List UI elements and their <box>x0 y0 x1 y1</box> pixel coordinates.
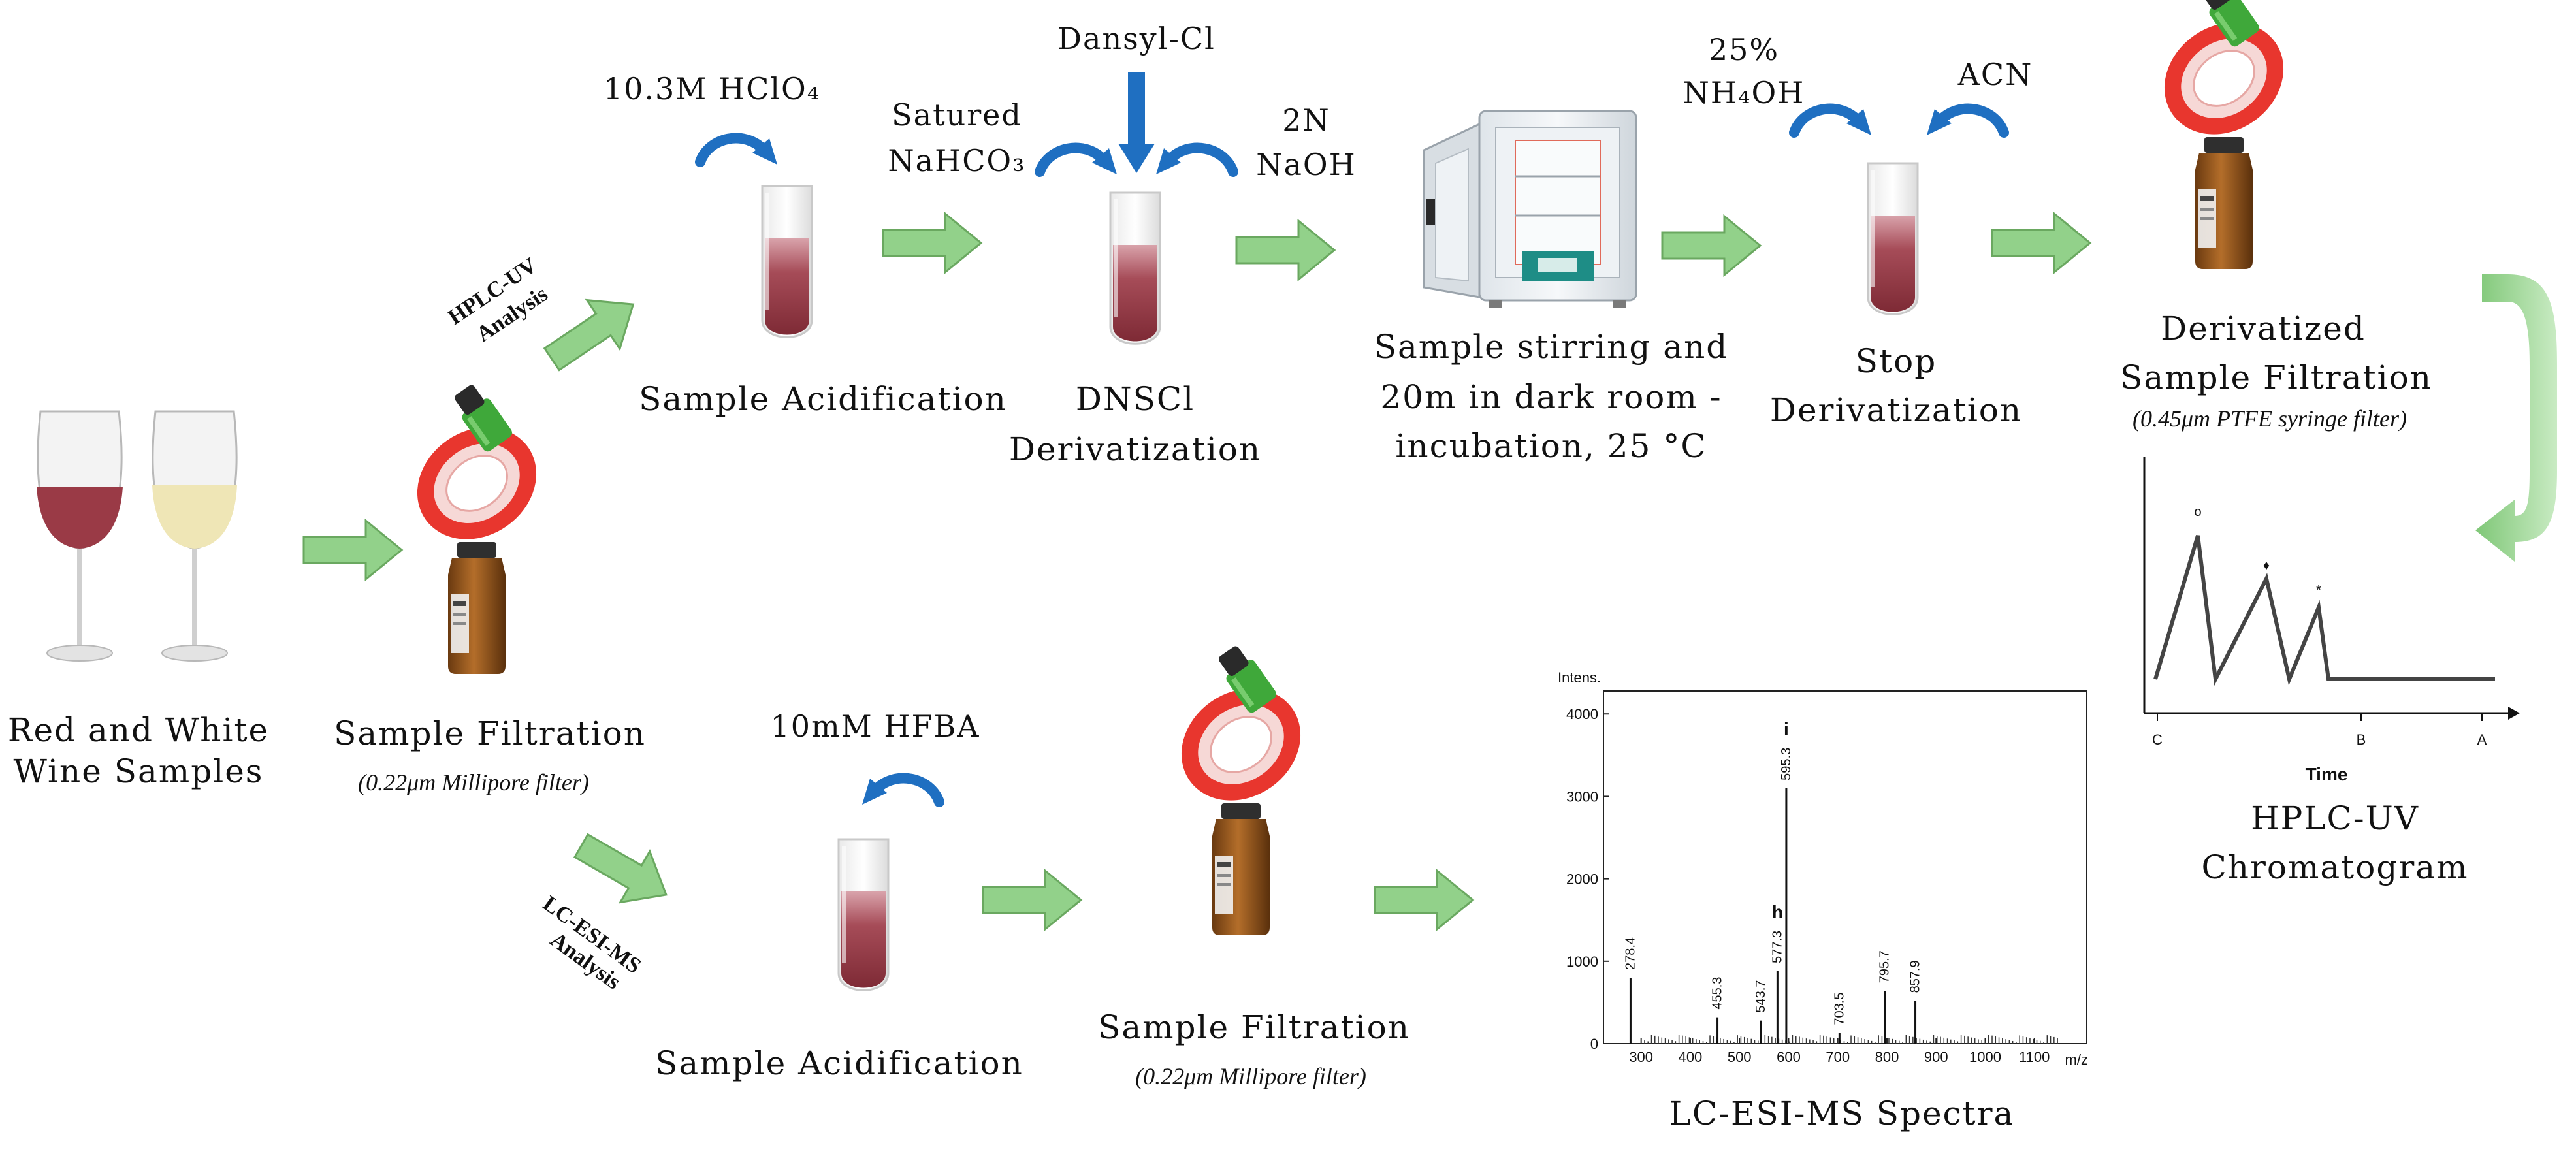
ms-peak-label: 543.7 <box>1754 980 1768 1013</box>
syringe-filter-vial-icon <box>394 379 560 675</box>
hplc-acid-reagent: 10.3M HClO₄ <box>604 71 820 106</box>
reagent-arrow-icon <box>1794 109 1871 135</box>
sample-filtration-note: (0.22μm Millipore filter) <box>358 769 589 795</box>
sample-filtration-label: Sample Filtration <box>334 714 646 752</box>
ms-peak-label: 795.7 <box>1878 950 1892 983</box>
incubation-label-line1: Sample stirring and <box>1374 328 1729 366</box>
ms-y-tick-label: 1000 <box>1566 954 1598 970</box>
syringe-filter-vial-icon <box>1158 641 1324 937</box>
hplc-acidification-label: Sample Acidification <box>639 380 1007 418</box>
red-wine-glass-icon <box>37 410 123 662</box>
wine-samples-label-line1: Red and White <box>8 711 269 749</box>
nahco3-reagent-line2: NaHCO₃ <box>888 143 1025 178</box>
reagent-arrow-icon <box>1156 148 1233 174</box>
peak-marker-asterisk: * <box>2316 583 2321 598</box>
flow-arrow-7 <box>1374 869 1474 931</box>
test-tube-icon <box>1868 163 1918 314</box>
nh4oh-reagent-line2: NH₄OH <box>1683 75 1805 110</box>
flow-arrow-6 <box>982 869 1082 931</box>
ms-peak-marker: i <box>1784 719 1789 739</box>
acn-reagent: ACN <box>1957 57 2033 92</box>
ms-x-axis-title: m/z <box>2065 1052 2088 1068</box>
nh4oh-reagent-line1: 25% <box>1709 32 1779 67</box>
stop-label-line2: Derivatization <box>1770 391 2022 429</box>
ms-x-tick-label: 300 <box>1629 1049 1653 1065</box>
chromatogram-x-tick-label: A <box>2477 731 2487 748</box>
lcms-acidification-label: Sample Acidification <box>655 1044 1023 1082</box>
bracket-arrow-icon <box>2475 274 2557 562</box>
white-wine-glass-icon <box>152 410 238 662</box>
nahco3-reagent-line1: Satured <box>892 97 1022 133</box>
flow-arrow-1 <box>302 519 403 581</box>
flow-arrow-2 <box>882 212 982 274</box>
ms-y-axis-title: Intens. <box>1558 669 1601 686</box>
lcms-filtration-note: (0.22μm Millipore filter) <box>1135 1063 1366 1089</box>
test-tube-icon <box>839 839 888 990</box>
derivatization-label: Derivatization <box>1009 430 1261 468</box>
ms-peak-marker: h <box>1772 902 1783 922</box>
naoh-reagent-line1: 2N <box>1282 103 1330 138</box>
syringe-filter-vial-icon <box>2141 0 2307 270</box>
flow-arrow-lcms-route <box>566 819 682 922</box>
ms-x-tick-label: 400 <box>1679 1049 1703 1065</box>
stop-label-line1: Stop <box>1856 342 1937 380</box>
dnscl-label: DNSCl <box>1076 380 1195 418</box>
ms-spectrum-chart: Intens. m/z 300 400 500 600 700 800 900 1000 110… <box>1558 669 2088 1068</box>
ms-y-tick-label: 4000 <box>1566 706 1598 722</box>
derivatized-filtration-label: Sample Filtration <box>2120 359 2432 396</box>
flow-arrow-hplc-route <box>534 279 651 385</box>
ms-peak-label: 455.3 <box>1711 977 1725 1010</box>
chromatogram-x-label: Time <box>2306 764 2348 784</box>
dansyl-cl-reagent: Dansyl-Cl <box>1057 21 1216 56</box>
incubator-icon <box>1423 110 1637 308</box>
reagent-arrow-icon <box>862 779 939 805</box>
flow-arrow-4 <box>1661 215 1762 276</box>
naoh-reagent-line2: NaOH <box>1256 147 1357 182</box>
hplc-chromatogram: C B A o ♦ * Time <box>2143 457 2520 784</box>
ms-x-tick-label: 600 <box>1777 1049 1801 1065</box>
ms-y-tick-label: 0 <box>1590 1036 1598 1052</box>
incubation-label-line2: 20m in dark room - <box>1380 378 1722 416</box>
ms-x-tick-label: 1000 <box>1969 1049 2001 1065</box>
derivatized-filtration-note: (0.45μm PTFE syringe filter) <box>2133 406 2407 432</box>
hfba-reagent: 10mM HFBA <box>771 709 980 744</box>
peak-marker-diamond: ♦ <box>2263 558 2270 573</box>
down-arrow-icon <box>1118 72 1155 173</box>
flow-arrow-3 <box>1235 219 1336 281</box>
lcms-spectrum-title: LC-ESI-MS Spectra <box>1669 1095 2015 1132</box>
reagent-arrow-icon <box>1927 109 2004 135</box>
ms-x-tick-label: 500 <box>1728 1049 1752 1065</box>
ms-x-tick-label: 700 <box>1826 1049 1850 1065</box>
peak-marker-circle: o <box>2194 505 2201 519</box>
reagent-arrow-icon <box>1040 148 1117 174</box>
ms-x-tick-label: 800 <box>1875 1049 1899 1065</box>
ms-x-tick-label: 1100 <box>2019 1049 2050 1065</box>
derivatized-label: Derivatized <box>2161 310 2366 347</box>
ms-y-tick-label: 3000 <box>1566 788 1598 805</box>
ms-peak-label: 703.5 <box>1832 993 1846 1025</box>
ms-peak-label: 595.3 <box>1779 748 1794 780</box>
ms-x-tick-label: 900 <box>1924 1049 1948 1065</box>
incubation-label-line3: incubation, 25 °C <box>1395 427 1707 465</box>
chromatogram-x-tick-label: C <box>2152 731 2163 748</box>
wine-samples-label-line2: Wine Samples <box>14 752 264 790</box>
flow-arrow-5 <box>1991 212 2091 274</box>
ms-peak-label: 278.4 <box>1623 937 1637 970</box>
lcms-filtration-label: Sample Filtration <box>1098 1008 1410 1046</box>
ms-peak-label: 577.3 <box>1770 931 1784 963</box>
chromatogram-x-tick-label: B <box>2357 731 2366 748</box>
test-tube-icon <box>1110 193 1160 344</box>
ms-peak-label: 857.9 <box>1908 960 1923 993</box>
chromatogram-title-line1: HPLC-UV <box>2251 799 2419 837</box>
test-tube-icon <box>762 186 812 337</box>
reagent-arrow-icon <box>700 138 777 165</box>
chromatogram-title-line2: Chromatogram <box>2201 848 2468 886</box>
ms-y-tick-label: 2000 <box>1566 871 1598 888</box>
